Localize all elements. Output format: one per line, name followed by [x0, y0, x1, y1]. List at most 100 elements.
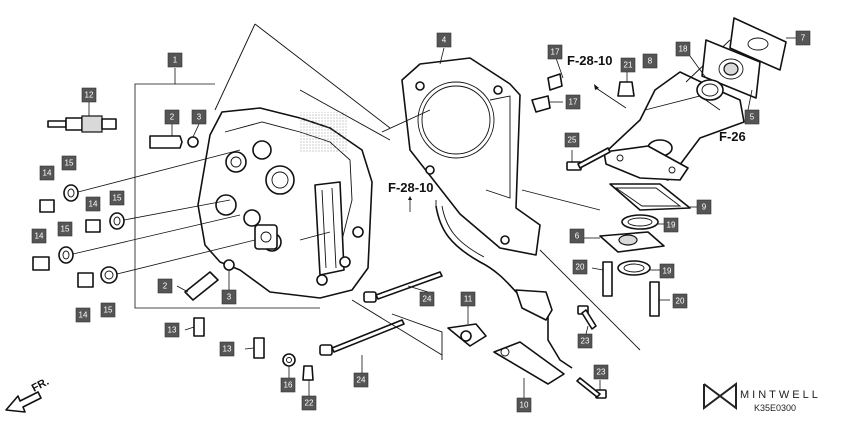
svg-text:9: 9 — [702, 203, 707, 212]
ref-label-f26: F-26 — [719, 129, 746, 144]
callout-4: 4 — [436, 32, 452, 48]
callout-14c: 14 — [31, 228, 47, 244]
svg-text:13: 13 — [168, 326, 177, 335]
svg-text:15: 15 — [65, 159, 74, 168]
callout-22: 22 — [301, 395, 317, 411]
callout-3-lower: 3 — [221, 289, 237, 305]
studs-and-bolts — [576, 261, 670, 399]
drawing-code: K35E0300 — [754, 403, 796, 413]
callout-14b: 14 — [85, 196, 101, 212]
svg-text:20: 20 — [576, 263, 585, 272]
svg-text:3: 3 — [197, 113, 202, 122]
svg-text:15: 15 — [113, 194, 122, 203]
dowel-pins — [184, 317, 265, 359]
svg-text:17: 17 — [551, 48, 560, 57]
callout-15d: 15 — [100, 302, 116, 318]
valve-guide-lower — [176, 259, 235, 301]
svg-text:18: 18 — [679, 45, 688, 54]
callout-2-lower: 2 — [157, 278, 173, 294]
svg-text:4: 4 — [442, 36, 447, 45]
svg-text:3: 3 — [227, 293, 232, 302]
callout-24b: 24 — [353, 372, 369, 388]
svg-text:5: 5 — [750, 113, 755, 122]
insulator-gaskets — [521, 183, 697, 351]
breather-pipe — [435, 200, 573, 398]
brand-name: MINTWELL — [740, 389, 821, 401]
ref-label-f2810-top: F-28-10 — [567, 53, 613, 68]
direction-label: FR. — [30, 376, 51, 395]
svg-text:2: 2 — [163, 282, 168, 291]
valve-guide-upper — [149, 123, 200, 149]
front-arrow-icon — [5, 391, 42, 413]
svg-text:14: 14 — [43, 169, 52, 178]
cylinder-head — [197, 107, 373, 299]
cylinder-gasket — [381, 47, 541, 256]
svg-text:2: 2 — [170, 113, 175, 122]
svg-text:21: 21 — [624, 61, 633, 70]
svg-text:24: 24 — [357, 376, 366, 385]
svg-text:17: 17 — [569, 98, 578, 107]
svg-text:8: 8 — [648, 57, 653, 66]
washer-and-bolt — [282, 353, 314, 396]
callout-15c: 15 — [57, 221, 73, 237]
callout-19a: 19 — [663, 217, 679, 233]
callout-9: 9 — [696, 199, 712, 215]
callout-1: 1 — [167, 52, 183, 68]
svg-text:23: 23 — [581, 337, 590, 346]
callout-6: 6 — [569, 228, 585, 244]
svg-text:11: 11 — [464, 295, 473, 304]
callout-14a: 14 — [39, 165, 55, 181]
callout-21: 21 — [620, 57, 636, 73]
svg-text:14: 14 — [79, 311, 88, 320]
callout-12: 12 — [81, 87, 97, 103]
spark-plug — [47, 102, 117, 133]
callout-2: 2 — [164, 109, 180, 125]
callout-13a: 13 — [164, 322, 180, 338]
svg-text:14: 14 — [89, 200, 98, 209]
svg-text:7: 7 — [801, 34, 806, 43]
long-bolts — [319, 271, 443, 373]
callout-20b: 20 — [672, 293, 688, 309]
svg-text:19: 19 — [667, 221, 676, 230]
callout-15a: 15 — [61, 155, 77, 171]
callout-14d: 14 — [75, 307, 91, 323]
svg-text:23: 23 — [597, 368, 606, 377]
callout-16: 16 — [280, 377, 296, 393]
callout-8: 8 — [642, 53, 658, 69]
svg-text:10: 10 — [520, 401, 529, 410]
valve-caps-and-washers — [32, 149, 256, 288]
mintwell-logo-icon — [703, 382, 737, 410]
callout-5: 5 — [744, 109, 760, 125]
callout-23b: 23 — [593, 364, 609, 380]
svg-text:15: 15 — [104, 306, 113, 315]
svg-text:15: 15 — [61, 225, 70, 234]
callout-25: 25 — [564, 132, 580, 148]
callout-20a: 20 — [572, 259, 588, 275]
svg-text:12: 12 — [85, 91, 94, 100]
svg-text:6: 6 — [575, 232, 580, 241]
svg-text:25: 25 — [568, 136, 577, 145]
svg-text:19: 19 — [663, 267, 672, 276]
callout-7: 7 — [795, 30, 811, 46]
svg-text:24: 24 — [423, 295, 432, 304]
callout-13b: 13 — [219, 341, 235, 357]
callout-17a: 17 — [547, 44, 563, 60]
callout-24a: 24 — [419, 291, 435, 307]
svg-text:1: 1 — [173, 56, 178, 65]
callout-17b: 17 — [565, 94, 581, 110]
svg-text:16: 16 — [284, 381, 293, 390]
svg-text:20: 20 — [676, 297, 685, 306]
callout-19b: 19 — [659, 263, 675, 279]
callout-10: 10 — [516, 397, 532, 413]
carb-flange-gaskets — [689, 17, 796, 111]
callout-18: 18 — [675, 41, 691, 57]
svg-text:14: 14 — [35, 232, 44, 241]
callout-23a: 23 — [577, 333, 593, 349]
svg-text:13: 13 — [223, 345, 232, 354]
callout-15b: 15 — [109, 190, 125, 206]
ref-label-f2810-left: F-28-10 — [388, 180, 434, 195]
callout-11: 11 — [460, 291, 476, 307]
small-fittings — [531, 57, 635, 171]
callout-3: 3 — [191, 109, 207, 125]
